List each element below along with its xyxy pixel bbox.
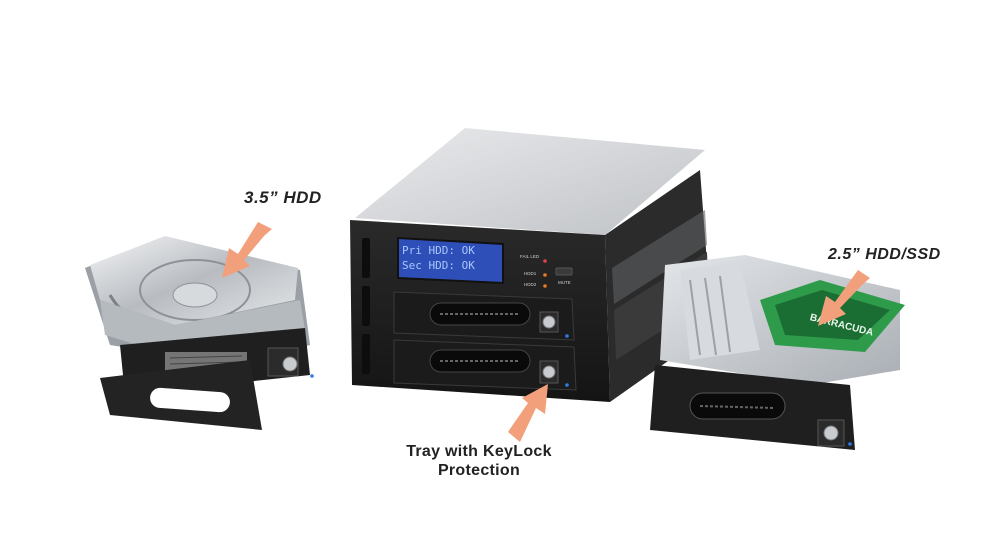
label-tray-line-1: Tray with KeyLock xyxy=(406,443,552,460)
fail-led-label: FAIL LED xyxy=(520,254,540,259)
lcd-screen xyxy=(397,236,504,285)
hdd2-label: HDD2 xyxy=(524,282,537,287)
label-25-hdd-ssd: 2.5” HDD/SSD xyxy=(828,246,941,263)
enclosure-top xyxy=(355,128,705,235)
mute-label: MUTE xyxy=(558,280,571,285)
hdd-35-keylock-icon[interactable] xyxy=(282,356,298,372)
hdd1-led-light xyxy=(543,273,547,277)
hdd-35-tray xyxy=(85,222,314,430)
label-tray-line-2: Protection xyxy=(437,462,521,479)
tray-2-keylock-icon[interactable] xyxy=(542,365,556,379)
hdd-35-arrow xyxy=(222,222,272,278)
label-35-hdd: 3.5” HDD xyxy=(244,188,322,207)
hdd-25-keylock-icon[interactable] xyxy=(823,425,839,441)
lcd-line-1: Pri HDD: OK xyxy=(402,244,475,257)
tray-1-keylock-icon[interactable] xyxy=(542,315,556,329)
hdd-25-arrow xyxy=(818,270,870,326)
keylock-arrow xyxy=(508,384,548,442)
hdd2-led-light xyxy=(543,284,547,288)
label-tray-keylock: Tray with KeyLock Protection xyxy=(384,442,574,480)
enclosure: Pri HDD: OK Sec HDD: OK FAIL LED HDD1 HD… xyxy=(350,128,712,402)
mute-button[interactable] xyxy=(555,267,573,276)
fail-led-light xyxy=(543,259,547,263)
hdd1-label: HDD1 xyxy=(524,271,537,276)
hdd-25-tray: BARRACUDA xyxy=(650,255,905,450)
lcd-line-2: Sec HDD: OK xyxy=(402,259,475,272)
hdd-35-spindle xyxy=(172,282,218,308)
